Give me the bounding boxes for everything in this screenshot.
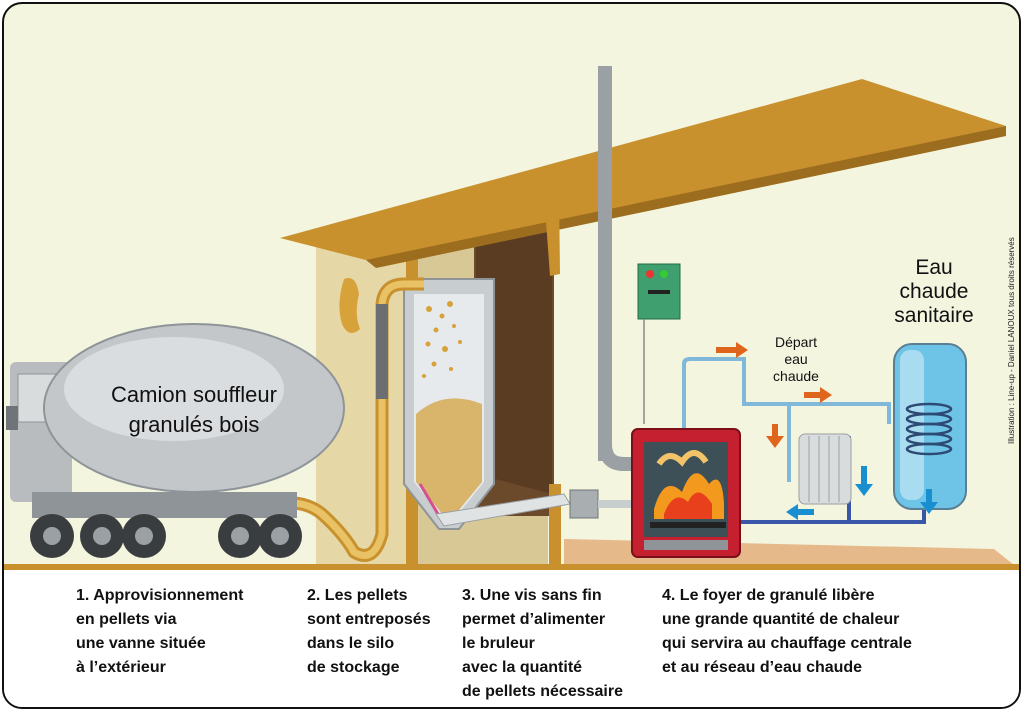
truck-label: Camion souffleur granulés bois: [111, 382, 277, 437]
illustration-credit: Illustration : Line-up - Daniel LANOUX t…: [1007, 237, 1016, 444]
boiler-grate: [650, 522, 726, 528]
caption-step-3: 3. Une vis sans fin permet d’alimenter l…: [462, 587, 623, 700]
scene-illustration: [4, 66, 1019, 570]
truck-chassis: [32, 492, 297, 518]
boiler: [631, 428, 741, 558]
auger-shaft: [598, 500, 638, 508]
roof-strut: [544, 192, 560, 276]
boiler-ashpan: [644, 540, 728, 550]
caption-step-1: 1. Approvisionnement en pellets via une …: [76, 587, 244, 676]
control-light-red: [646, 270, 654, 278]
floor-edge: [4, 564, 1019, 570]
truck-tank-highlight: [64, 337, 284, 441]
hot-water-pipe: [682, 357, 891, 434]
hot-water-departure-label: Départ eau chaude: [773, 334, 819, 384]
heat-coil: [656, 450, 709, 467]
cold-arrow-left: [786, 504, 814, 520]
roof: [280, 79, 1006, 260]
hot-arrow-right: [716, 342, 748, 358]
cold-arrow-down: [920, 489, 938, 514]
caption-step-4: 4. Le foyer de granulé libère une grande…: [662, 587, 912, 676]
chimney-elbow: [598, 443, 644, 471]
floor: [4, 539, 1019, 569]
cold-arrow-down: [855, 466, 873, 496]
feed-pipe-highlight: [273, 280, 424, 559]
caption-band: [4, 569, 1019, 707]
falling-pellets: [422, 301, 462, 378]
roof-edge: [366, 126, 1006, 268]
hot-arrow-right: [804, 387, 832, 403]
hot-water-tank-label: Eau chaude sanitaire: [894, 256, 974, 327]
feed-valve: [339, 278, 360, 333]
control-light-green: [660, 270, 668, 278]
truck-mirror: [6, 406, 18, 430]
hot-arrow-down: [766, 424, 784, 448]
caption-step-2: 2. Les pellets sont entreposés dans le s…: [307, 587, 431, 676]
hot-water-tank: [893, 343, 967, 510]
feed-pipe-sleeve: [376, 304, 388, 399]
chimney: [598, 66, 612, 461]
control-slot: [648, 290, 670, 294]
truck: [6, 323, 345, 558]
radiator: [798, 433, 852, 505]
pellet-pile: [416, 398, 482, 516]
auger-motor: [569, 489, 599, 519]
flames-core: [664, 492, 712, 519]
